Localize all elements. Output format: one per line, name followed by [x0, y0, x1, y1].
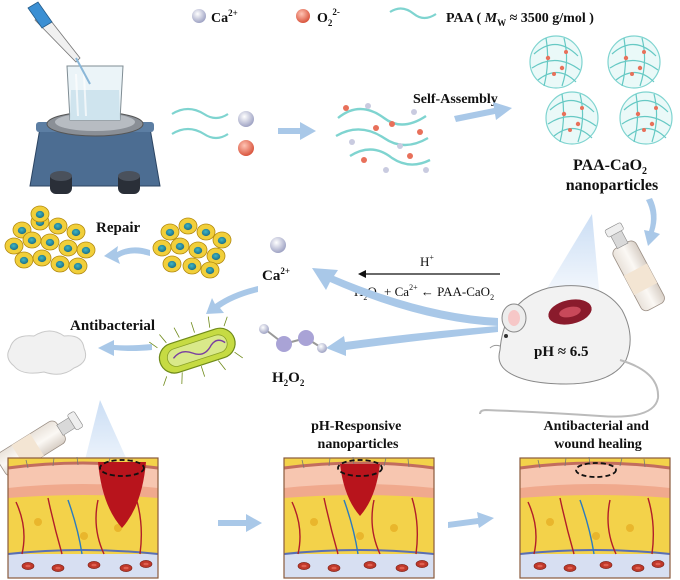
calcium-ion-icon	[238, 111, 254, 127]
wound-skin-section	[8, 457, 158, 578]
beaker-icon	[66, 65, 124, 121]
legend-paa: PAA (	[446, 11, 485, 26]
mouse-icon	[479, 285, 660, 418]
svg-text:H+: H+	[420, 253, 434, 269]
calcium-ion-icon	[270, 237, 286, 253]
antibacterial-arrow	[98, 340, 152, 356]
nanoparticles-label-line2: nanoparticles	[566, 177, 658, 194]
self-assembly-label: Self-Assembly	[413, 92, 498, 107]
healing-label: Antibacterial and	[544, 419, 650, 434]
pipette-icon	[27, 1, 91, 85]
repair-arrow	[104, 246, 150, 264]
bacterium-icon	[149, 316, 243, 386]
ph-label: pH ≈ 6.5	[534, 344, 589, 360]
peroxide-ion-icon	[238, 140, 254, 156]
dead-bacteria-debris	[7, 330, 87, 375]
antibacterial-label: Antibacterial	[70, 318, 155, 334]
spray-mist	[540, 214, 600, 300]
flow-arrow	[206, 286, 258, 314]
svg-text:Ca2+: Ca2+	[211, 8, 238, 26]
nanoparticle-cluster	[529, 35, 673, 145]
svg-text:H2O2: H2O2	[272, 370, 305, 388]
peroxide-release-arrow	[326, 326, 498, 356]
svg-text:pH-Responsive nanoparticle: pH-Responsive nanoparticles	[311, 419, 405, 452]
calcium-release-label: Ca	[262, 268, 281, 284]
flow-arrow	[448, 512, 494, 528]
calcium-ion-icon	[192, 9, 206, 23]
svg-text:PAA ( MW ≈ 3500 g/mol ): PAA ( MW ≈ 3500 g/mol )	[446, 11, 594, 28]
raw-ingredients	[171, 107, 254, 156]
legend-peroxide: O	[317, 11, 328, 26]
flow-arrow	[278, 122, 316, 140]
hotplate-stirrer-icon	[29, 111, 161, 194]
reaction-catalyst: H	[420, 254, 429, 269]
svg-text:Antibacterial and wound he: Antibacterial and wound healing	[544, 419, 653, 452]
self-assembly-arrow	[454, 102, 512, 122]
repair-label: Repair	[96, 220, 141, 236]
paa-ion-complex	[335, 103, 431, 173]
hydrogen-peroxide-molecule-icon	[259, 324, 327, 353]
svg-text:O22-: O22-	[317, 7, 340, 28]
calcium-release-arrow	[312, 268, 498, 326]
legend: Ca2+ O22- PAA ( MW ≈ 3500 g/mol )	[192, 7, 594, 28]
ph-responsive-label-line2: nanoparticles	[318, 437, 399, 452]
flow-arrow	[218, 514, 262, 532]
treated-skin-section	[284, 457, 434, 578]
nanoparticles-label: PAA-CaO	[573, 157, 642, 174]
peroxide-label: H	[272, 370, 284, 386]
peroxide-ion-icon	[296, 9, 310, 23]
paa-chain-icon	[389, 7, 437, 20]
healing-label-line2: wound healing	[554, 437, 642, 452]
repaired-cell-cluster	[4, 205, 96, 275]
ph-responsive-label: pH-Responsive	[311, 419, 401, 434]
healed-skin-section	[520, 457, 670, 578]
reaction-arrowhead	[358, 270, 366, 278]
legend-calcium: Ca	[211, 11, 228, 26]
svg-text:PAA-CaO2 nanoparticles: PAA-CaO2 nanoparticles	[566, 157, 658, 194]
flow-arrow	[644, 198, 660, 246]
svg-text:Ca2+: Ca2+	[262, 266, 290, 284]
damaged-cell-cluster	[152, 217, 232, 279]
